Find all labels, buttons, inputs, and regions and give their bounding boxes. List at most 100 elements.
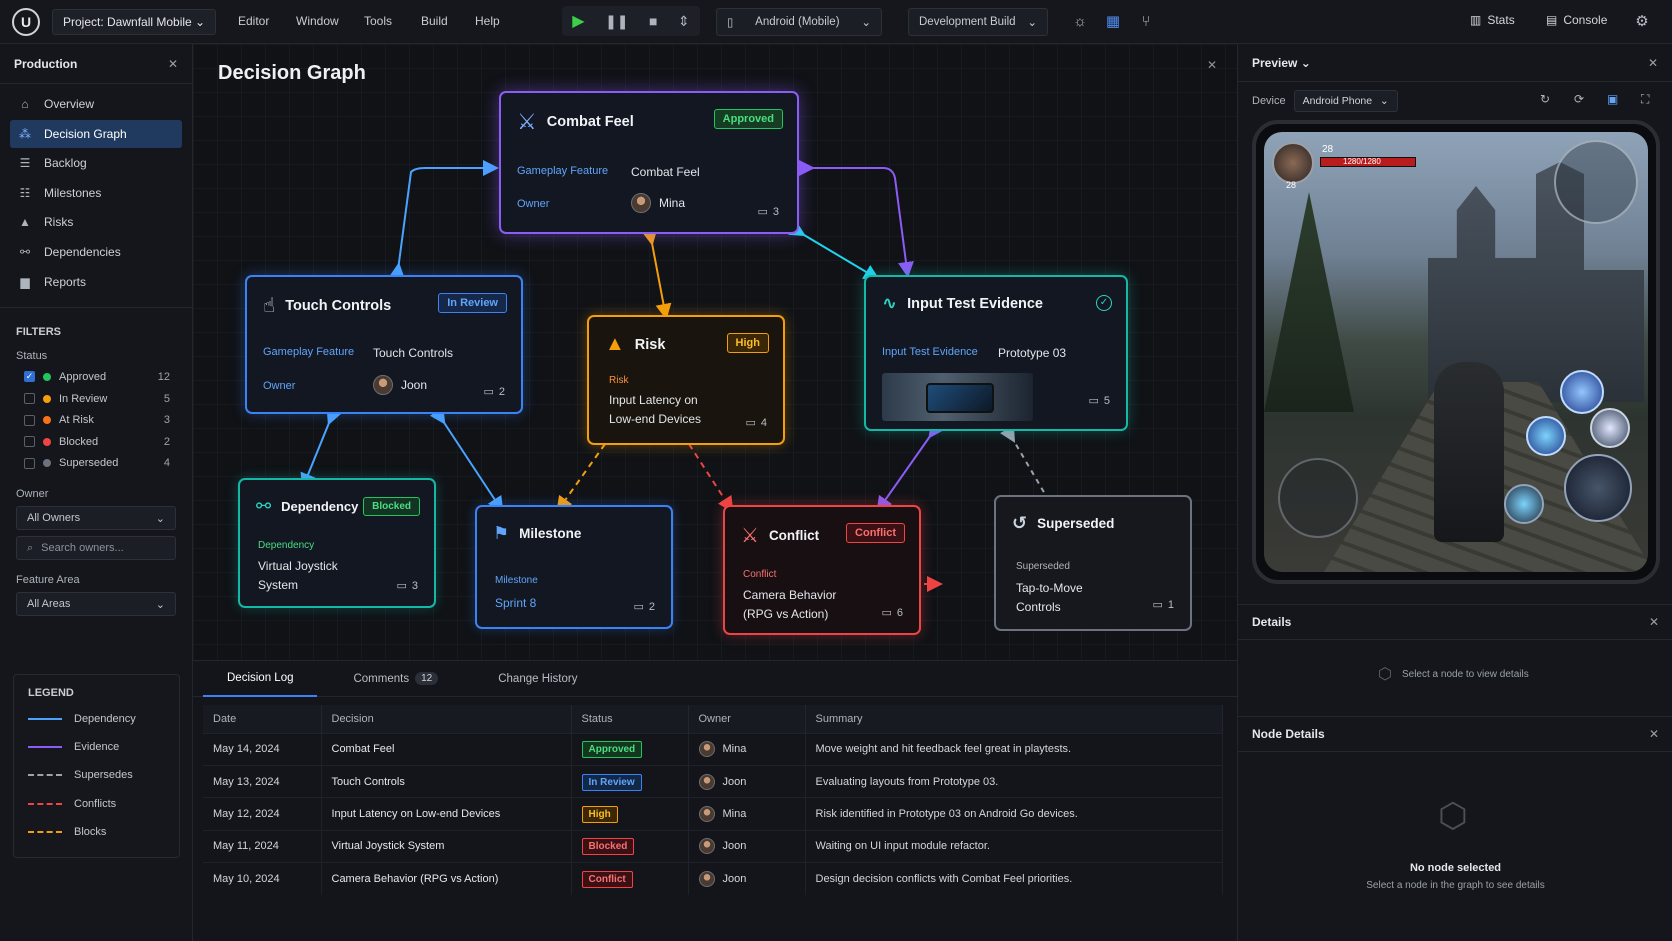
close-icon[interactable]: ✕ [1647, 55, 1658, 70]
step-icon[interactable]: ⇕ [678, 12, 690, 29]
close-icon[interactable]: ✕ [1648, 615, 1659, 629]
node-dependency[interactable]: ⚯Dependency Blocked Dependency Virtual J… [238, 478, 436, 608]
legend-line [28, 802, 62, 805]
comment-count[interactable]: ▭6 [881, 606, 903, 620]
close-icon[interactable]: ✕ [167, 56, 178, 71]
pause-icon[interactable]: ❚❚ [605, 12, 629, 29]
evidence-thumbnail[interactable] [882, 373, 1033, 421]
skill-button-4[interactable] [1504, 484, 1544, 524]
gear-icon[interactable]: ⚙ [1635, 13, 1649, 30]
close-icon[interactable]: ✕ [1207, 58, 1218, 72]
screenshot-icon[interactable]: ▣ [1607, 92, 1619, 106]
node-combat-feel[interactable]: ⚔Combat Feel Approved Gameplay Feature C… [499, 91, 799, 234]
node-milestone[interactable]: ⚑Milestone Milestone Sprint 8 ▭2 [475, 505, 673, 629]
nav-risks[interactable]: ▲Risks [10, 208, 182, 236]
fullscreen-icon[interactable]: ⛶ [1641, 92, 1650, 106]
col-summary[interactable]: Summary [805, 705, 1223, 733]
game-screen[interactable]: 28 1280/1280 28 [1264, 132, 1648, 572]
skill-button-3[interactable] [1590, 408, 1630, 448]
play-icon[interactable]: ▶ [572, 13, 585, 30]
comment-count[interactable]: ▭1 [1152, 598, 1174, 612]
checkbox[interactable] [24, 457, 35, 469]
console-button[interactable]: ▤Console [1546, 13, 1607, 27]
area-select[interactable]: All Areas⌄ [16, 592, 176, 617]
engine-logo-icon[interactable]: U [12, 8, 40, 36]
node-input-test-evidence[interactable]: ∿Input Test Evidence ✓ Input Test Eviden… [864, 275, 1128, 431]
stop-icon[interactable]: ■ [649, 13, 658, 29]
col-decision[interactable]: Decision [321, 705, 572, 733]
comment-count[interactable]: ▭2 [633, 600, 655, 614]
node-risk[interactable]: ▲Risk High Risk Input Latency on Low-end… [587, 315, 785, 445]
skill-button-1[interactable] [1560, 370, 1604, 414]
comment-count[interactable]: ▭3 [396, 579, 418, 593]
minimap[interactable] [1554, 140, 1638, 224]
col-status[interactable]: Status [571, 705, 689, 733]
nav-milestones[interactable]: ☷Milestones [10, 179, 182, 207]
nav-backlog[interactable]: ☰Backlog [10, 149, 182, 177]
nav-decision-graph[interactable]: ⁂Decision Graph [10, 119, 182, 148]
tab-decision-log[interactable]: Decision Log [203, 661, 318, 697]
comment-count[interactable]: ▭3 [757, 205, 779, 219]
history-icon: ↺ [1012, 513, 1028, 533]
platform-dropdown[interactable]: ▯Android (Mobile)⌄ [716, 8, 882, 36]
comment-count[interactable]: ▭2 [483, 385, 505, 399]
preview-title[interactable]: Preview ⌄ [1252, 56, 1311, 70]
sun-icon[interactable]: ☼ [1073, 13, 1087, 30]
refresh-icon[interactable]: ⟳ [1574, 92, 1585, 106]
attack-button[interactable] [1564, 454, 1632, 522]
node-desc-line1: Input Latency on [609, 393, 698, 407]
nav-overview[interactable]: ⌂Overview [10, 90, 182, 118]
comment-count[interactable]: ▭5 [1088, 394, 1110, 408]
menu-editor[interactable]: Editor [238, 14, 270, 28]
menu-build[interactable]: Build [421, 14, 448, 28]
console-icon: ▤ [1546, 13, 1558, 27]
branch-icon[interactable]: ⑂ [1141, 13, 1151, 30]
rotate-icon[interactable]: ↻ [1540, 92, 1551, 106]
build-dropdown[interactable]: Development Build⌄ [908, 8, 1048, 36]
nav-dependencies[interactable]: ⚯Dependencies [10, 238, 182, 266]
nav-reports[interactable]: ▆Reports [10, 268, 182, 296]
comment-number: 2 [498, 385, 505, 398]
node-conflict[interactable]: ⚔Conflict Conflict Conflict Camera Behav… [723, 505, 921, 635]
virtual-joystick[interactable] [1278, 458, 1358, 538]
menu-help[interactable]: Help [475, 14, 500, 28]
node-touch-controls[interactable]: ☝Touch Controls In Review Gameplay Featu… [245, 275, 523, 414]
project-selector[interactable]: Project: Dawnfall Mobile⌄ [52, 9, 216, 35]
checkbox[interactable] [24, 414, 35, 426]
col-date[interactable]: Date [203, 705, 322, 733]
owner-search-input[interactable]: ⌕Search owners... [16, 536, 176, 561]
checkbox[interactable] [24, 393, 35, 405]
close-icon[interactable]: ✕ [1648, 727, 1659, 741]
status-dot [43, 372, 51, 381]
checkbox[interactable] [24, 436, 35, 448]
device-select[interactable]: Android Phone⌄ [1293, 90, 1398, 112]
cell-summary: Move weight and hit feedback feel great … [805, 732, 1223, 766]
node-title: Superseded [1037, 516, 1115, 531]
stats-button[interactable]: ▥Stats [1470, 13, 1515, 27]
owner-select[interactable]: All Owners⌄ [16, 506, 176, 531]
tab-change-history[interactable]: Change History [474, 661, 601, 697]
node-superseded[interactable]: ↺Superseded Superseded Tap-to-Move Contr… [994, 495, 1192, 631]
col-owner[interactable]: Owner [688, 705, 806, 733]
cell-status: In Review [571, 764, 689, 798]
checkbox[interactable]: ✓ [24, 371, 35, 383]
menu-tools[interactable]: Tools [364, 14, 393, 28]
phone-preview[interactable]: 28 1280/1280 28 [1252, 120, 1660, 584]
grid-layout-icon[interactable]: ▦ [1105, 13, 1121, 30]
comment-count[interactable]: ▭4 [745, 416, 767, 430]
skill-button-2[interactable] [1526, 416, 1566, 456]
comment-number: 2 [648, 600, 655, 613]
menu-window[interactable]: Window [296, 14, 339, 28]
